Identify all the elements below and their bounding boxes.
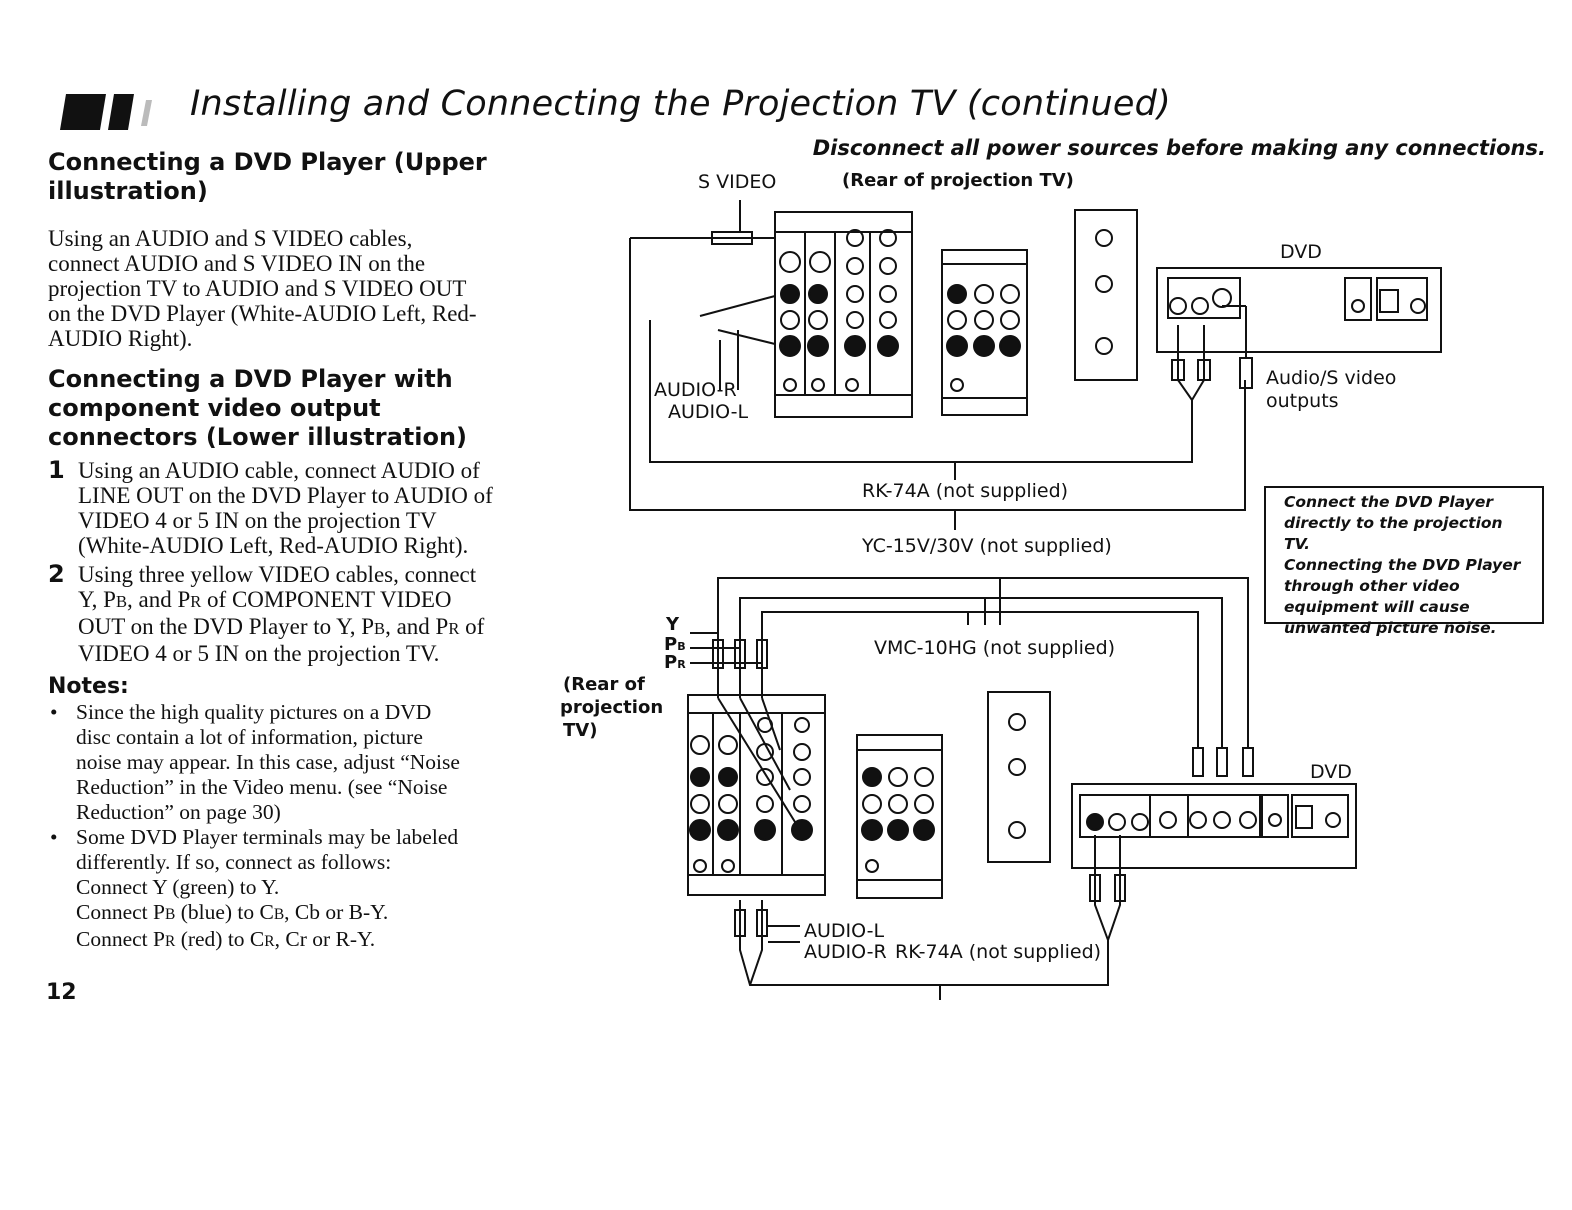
caution-line: through other video	[1284, 577, 1460, 595]
note-line: disc contain a lot of information, pictu…	[76, 725, 423, 749]
antenna-panel-upper	[1074, 209, 1138, 381]
body-line: projection TV to AUDIO and S VIDEO OUT	[48, 276, 467, 301]
subscript: B	[273, 906, 285, 923]
note-text: Connect P	[76, 927, 165, 951]
note-text: (red) to C	[175, 927, 265, 951]
step-number: 1	[48, 456, 65, 484]
note-line: noise may appear. In this case, adjust “…	[76, 750, 460, 774]
rear-label-lower-1: (Rear of	[563, 674, 645, 695]
body-line: connect AUDIO and S VIDEO IN on the	[48, 251, 426, 276]
tv-output-panel-upper	[941, 249, 1028, 416]
step-text: , and P	[385, 614, 449, 639]
note-text: , Cb or B-Y.	[284, 900, 389, 924]
body-line: AUDIO Right).	[48, 326, 193, 351]
lower-diagram	[687, 577, 1357, 1000]
caution-line: directly to the projection TV.	[1284, 514, 1503, 553]
y-label: Y	[665, 614, 680, 635]
note-line: Some DVD Player terminals may be labeled	[76, 825, 459, 849]
rk-cable-label-lower: RK-74A (not supplied)	[895, 941, 1101, 963]
rk-cable-label-upper: RK-74A (not supplied)	[862, 480, 1068, 502]
step-text: of	[459, 614, 485, 639]
section-heading-lower: Connecting a DVD Player with component v…	[48, 365, 548, 452]
audio-r-label-upper: AUDIO-R	[654, 379, 737, 401]
subscript: R	[264, 933, 275, 950]
dvd-player-upper	[1156, 267, 1442, 353]
body-line: on the DVD Player (White-AUDIO Left, Red…	[48, 301, 477, 326]
subscript: R	[448, 619, 460, 638]
dvd-label-upper: DVD	[1280, 241, 1322, 263]
note-line: Connect Y (green) to Y.	[76, 875, 280, 899]
caution-line: equipment will cause	[1284, 598, 1470, 616]
note-text: Connect P	[76, 900, 165, 924]
step-1: 1 Using an AUDIO cable, connect AUDIO of…	[48, 456, 548, 559]
antenna-panel-lower	[987, 691, 1051, 863]
rear-label-upper: (Rear of projection TV)	[842, 170, 1074, 191]
upper-diagram	[629, 200, 1442, 530]
note-line: differently. If so, connect as follows:	[76, 850, 392, 874]
caution-line: unwanted picture noise.	[1284, 619, 1497, 637]
page-title: Installing and Connecting the Projection…	[190, 84, 1171, 124]
subscript: R	[164, 933, 176, 950]
step-text: of COMPONENT VIDEO	[201, 587, 452, 612]
note-line: Since the high quality pictures on a DVD	[76, 700, 432, 724]
audio-l-label-lower: AUDIO-L	[804, 920, 884, 942]
rear-label-lower-2: projection	[560, 697, 663, 718]
step-line: (White-AUDIO Left, Red-AUDIO Right).	[78, 533, 469, 558]
upper-instructions: Using an AUDIO and S VIDEO cables, conne…	[48, 226, 548, 351]
tv-input-panel-lower	[687, 694, 826, 896]
vmc-cable-label: VMC-10HG (not supplied)	[874, 637, 1115, 659]
heading-line: illustration)	[48, 177, 208, 205]
tv-input-panel-upper	[774, 211, 913, 418]
dvd-player-lower	[1071, 783, 1357, 869]
note-text: , Cr or R-Y.	[274, 927, 376, 951]
note-text: (blue) to C	[175, 900, 274, 924]
bullet-icon: •	[50, 825, 58, 849]
step-line: Using three yellow VIDEO cables, connect	[78, 562, 477, 587]
note-2: • Some DVD Player terminals may be label…	[48, 825, 548, 954]
instructions-column: Connecting a DVD Player (Upper illustrat…	[48, 148, 548, 954]
s-video-label: S VIDEO	[698, 171, 776, 193]
body-line: Using an AUDIO and S VIDEO cables,	[48, 226, 413, 251]
heading-line: component video output	[48, 394, 381, 422]
caution-line: Connect the DVD Player	[1284, 493, 1493, 511]
step-line: Using an AUDIO cable, connect AUDIO of	[78, 458, 480, 483]
step-line: VIDEO 4 or 5 IN on the projection TV	[78, 508, 437, 533]
audio-l-label-upper: AUDIO-L	[668, 401, 748, 423]
subscript: B	[115, 592, 127, 611]
note-line: Reduction” in the Video menu. (see “Nois…	[76, 775, 448, 799]
dvd-label-lower: DVD	[1310, 761, 1352, 783]
subscript: B	[374, 619, 386, 638]
heading-line: Connecting a DVD Player with	[48, 365, 453, 393]
audio-r-label-lower: AUDIO-R	[804, 941, 887, 963]
heading-line: connectors (Lower illustration)	[48, 423, 468, 451]
caution-box: Connect the DVD Player directly to the p…	[1264, 486, 1544, 637]
section-marker-icon	[60, 94, 152, 130]
step-2: 2 Using three yellow VIDEO cables, conne…	[48, 560, 548, 667]
notes-heading: Notes:	[48, 674, 129, 699]
note-line: Reduction” on page 30)	[76, 800, 281, 824]
subscript: R	[190, 592, 202, 611]
section-heading-upper: Connecting a DVD Player (Upper illustrat…	[48, 148, 548, 206]
pb-label: PB	[664, 634, 686, 655]
note-1: • Since the high quality pictures on a D…	[48, 700, 548, 825]
step-text: , and P	[126, 587, 191, 612]
step-line: LINE OUT on the DVD Player to AUDIO of	[78, 483, 493, 508]
power-warning: Disconnect all power sources before maki…	[812, 136, 1546, 160]
step-text: Y, P	[78, 587, 116, 612]
outputs-label-line1: Audio/S video	[1266, 367, 1396, 389]
tv-output-panel-lower	[856, 734, 943, 899]
heading-line: Connecting a DVD Player (Upper	[48, 148, 487, 176]
bullet-icon: •	[50, 700, 58, 724]
rear-label-lower-3: TV)	[563, 720, 597, 741]
step-number: 2	[48, 560, 65, 588]
step-line: VIDEO 4 or 5 IN on the projection TV.	[78, 641, 440, 666]
outputs-label-line2: outputs	[1266, 390, 1339, 412]
page-number: 12	[46, 980, 77, 1005]
caution-line: Connecting the DVD Player	[1284, 556, 1521, 574]
step-text: OUT on the DVD Player to Y, P	[78, 614, 375, 639]
subscript: B	[164, 906, 176, 923]
yc-cable-label: YC-15V/30V (not supplied)	[861, 535, 1112, 557]
pr-label: PR	[664, 652, 686, 673]
